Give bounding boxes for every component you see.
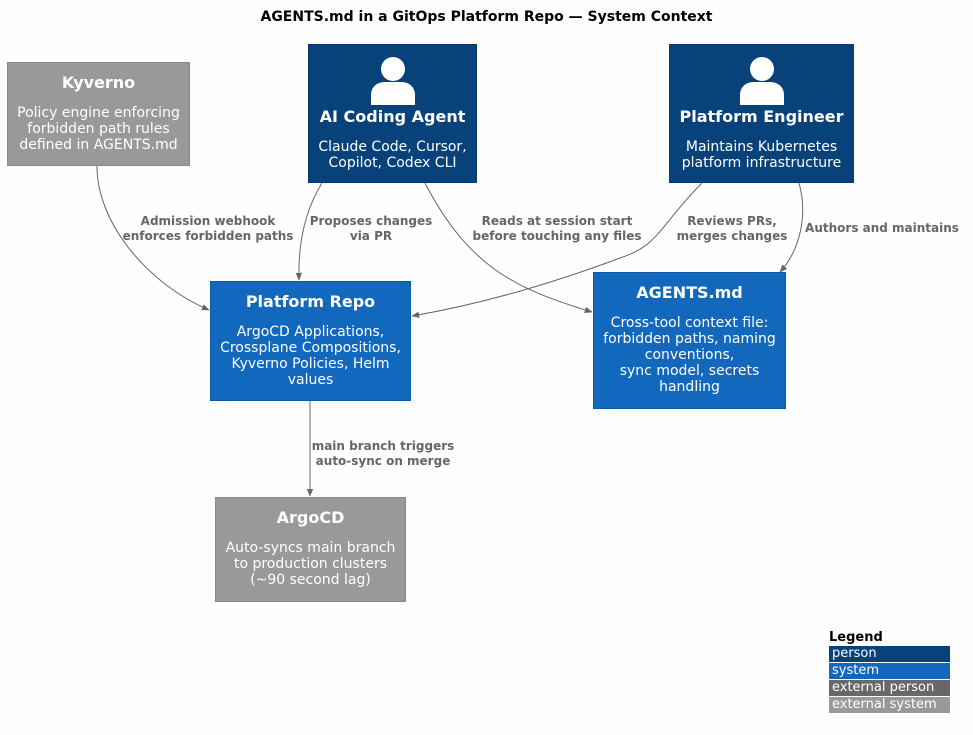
legend: Legend person system external person ext… [829, 630, 950, 714]
platform-engineer-name: Platform Engineer [679, 107, 844, 126]
platform-engineer-box: Platform Engineer Maintains Kubernetes p… [669, 44, 854, 183]
edge-label-proposes: Proposes changes via PR [309, 214, 433, 243]
platform-repo-description: ArgoCD Applications, Crossplane Composit… [220, 324, 401, 388]
argocd-description: Auto-syncs main branch to production clu… [225, 540, 396, 588]
argocd-name: ArgoCD [276, 508, 345, 527]
kyverno-box: Kyverno Policy engine enforcing forbidde… [7, 62, 190, 166]
ai-coding-agent-description: Claude Code, Cursor, Copilot, Codex CLI [318, 139, 467, 171]
person-icon [370, 57, 415, 105]
platform-engineer-description: Maintains Kubernetes platform infrastruc… [681, 139, 842, 171]
legend-item-external-person: external person [829, 680, 950, 696]
agents-md-name: AGENTS.md [636, 283, 743, 302]
edge-label-autosync: main branch triggers auto-sync on merge [311, 439, 455, 468]
legend-item-external-system: external system [829, 697, 950, 713]
edge-label-reads: Reads at session start before touching a… [472, 214, 642, 243]
agents-md-box: AGENTS.md Cross-tool context file: forbi… [593, 272, 786, 409]
edge-ai-agent-to-agents-md [424, 182, 593, 313]
diagram-title: AGENTS.md in a GitOps Platform Repo — Sy… [260, 9, 713, 25]
legend-item-system: system [829, 663, 950, 679]
edge-kyverno-to-platform-repo [96, 165, 210, 311]
ai-coding-agent-name: AI Coding Agent [319, 107, 466, 126]
legend-item-person: person [829, 646, 950, 662]
kyverno-name: Kyverno [61, 73, 136, 92]
kyverno-description: Policy engine enforcing forbidden path r… [17, 105, 180, 153]
edge-label-authors: Authors and maintains [805, 221, 959, 235]
edge-engineer-to-platform-repo [411, 182, 703, 318]
platform-repo-box: Platform Repo ArgoCD Applications, Cross… [210, 281, 411, 401]
platform-repo-name: Platform Repo [245, 292, 376, 311]
edge-label-kyverno: Admission webhook enforces forbidden pat… [122, 214, 294, 243]
edge-label-reviews: Reviews PRs, merges changes [676, 214, 788, 243]
edge-engineer-to-agents-md [779, 182, 804, 273]
person-icon [739, 57, 784, 105]
ai-coding-agent-box: AI Coding Agent Claude Code, Cursor, Cop… [308, 44, 477, 183]
edge-ai-agent-to-platform-repo [295, 182, 323, 281]
argocd-box: ArgoCD Auto-syncs main branch to product… [215, 497, 406, 602]
agents-md-description: Cross-tool context file: forbidden paths… [603, 315, 776, 395]
legend-title: Legend [829, 630, 883, 645]
